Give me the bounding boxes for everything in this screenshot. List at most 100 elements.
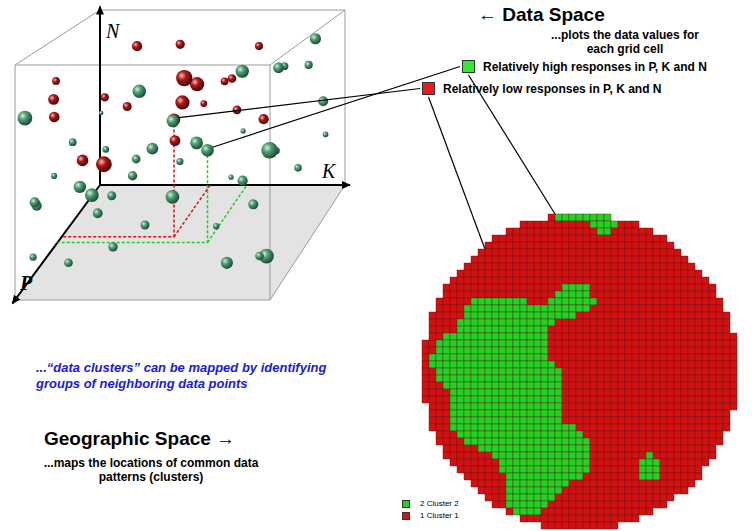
grid-cell [667, 291, 674, 298]
grid-cell [639, 270, 646, 277]
grid-cell [590, 403, 597, 410]
grid-cell [590, 466, 597, 473]
leader-line [429, 97, 493, 268]
grid-cell [709, 431, 716, 438]
grid-cell [597, 312, 604, 319]
grid-cell [513, 452, 520, 459]
grid-cell [485, 494, 492, 501]
grid-cell [527, 270, 534, 277]
grid-cell [653, 361, 660, 368]
grid-cell [513, 256, 520, 263]
grid-cell [576, 403, 583, 410]
grid-cell [695, 431, 702, 438]
grid-cell [478, 270, 485, 277]
grid-cell [618, 312, 625, 319]
grid-cell [506, 480, 513, 487]
grid-cell [436, 333, 443, 340]
grid-cell [688, 431, 695, 438]
grid-cell [436, 305, 443, 312]
grid-cell [443, 361, 450, 368]
grid-cell [576, 459, 583, 466]
grid-cell [485, 410, 492, 417]
grid-cell [709, 361, 716, 368]
grid-cell [499, 284, 506, 291]
grid-cell [464, 354, 471, 361]
grid-cell [485, 312, 492, 319]
grid-cell [562, 263, 569, 270]
data-cube [12, 7, 349, 304]
grid-cell [604, 249, 611, 256]
grid-cell [674, 354, 681, 361]
grid-cell [611, 459, 618, 466]
grid-cell [527, 354, 534, 361]
grid-cell [590, 396, 597, 403]
grid-cell [485, 326, 492, 333]
grid-cell [695, 326, 702, 333]
grid-cell [443, 452, 450, 459]
grid-cell [541, 417, 548, 424]
grid-cell [667, 424, 674, 431]
grid-cell [632, 466, 639, 473]
grid-cell [534, 361, 541, 368]
grid-cell [632, 487, 639, 494]
grid-cell [730, 354, 737, 361]
grid-cell [618, 410, 625, 417]
grid-cell [597, 263, 604, 270]
grid-cell [478, 431, 485, 438]
grid-cell [576, 214, 583, 221]
grid-cell [548, 494, 555, 501]
grid-cell [513, 501, 520, 508]
grid-cell [443, 396, 450, 403]
grid-cell [429, 333, 436, 340]
grid-cell [695, 277, 702, 284]
grid-cell [709, 326, 716, 333]
grid-cell [555, 249, 562, 256]
grid-cell [653, 326, 660, 333]
grid-cell [478, 368, 485, 375]
grid-cell [548, 298, 555, 305]
grid-cell [443, 326, 450, 333]
grid-cell [590, 242, 597, 249]
grid-cell [562, 298, 569, 305]
grid-cell [457, 312, 464, 319]
grid-cell [681, 354, 688, 361]
grid-cell [471, 368, 478, 375]
grid-cell [625, 466, 632, 473]
grid-cell [730, 361, 737, 368]
grid-cell [450, 389, 457, 396]
grid-cell [457, 361, 464, 368]
grid-cell [555, 347, 562, 354]
grid-cell [471, 410, 478, 417]
grid-cell [632, 452, 639, 459]
grid-cell [576, 333, 583, 340]
grid-cell [653, 417, 660, 424]
grid-cell [611, 473, 618, 480]
grid-cell [604, 361, 611, 368]
grid-cell [639, 298, 646, 305]
grid-cell [471, 417, 478, 424]
grid-cell [450, 417, 457, 424]
grid-cell [485, 424, 492, 431]
grid-cell [583, 410, 590, 417]
grid-cell [576, 305, 583, 312]
grid-cell [527, 326, 534, 333]
grid-cell [597, 396, 604, 403]
grid-cell [695, 403, 702, 410]
grid-cell [639, 431, 646, 438]
grid-cell [625, 452, 632, 459]
grid-cell [541, 305, 548, 312]
grid-cell [723, 361, 730, 368]
data-point [51, 173, 57, 179]
grid-cell [716, 417, 723, 424]
grid-cell [548, 417, 555, 424]
grid-cell [562, 382, 569, 389]
grid-cell [478, 305, 485, 312]
grid-cell [625, 403, 632, 410]
grid-cell [548, 522, 555, 529]
grid-cell [471, 284, 478, 291]
grid-cell [660, 340, 667, 347]
grid-cell [604, 333, 611, 340]
grid-cell [590, 228, 597, 235]
grid-cell [590, 221, 597, 228]
grid-cell [709, 298, 716, 305]
